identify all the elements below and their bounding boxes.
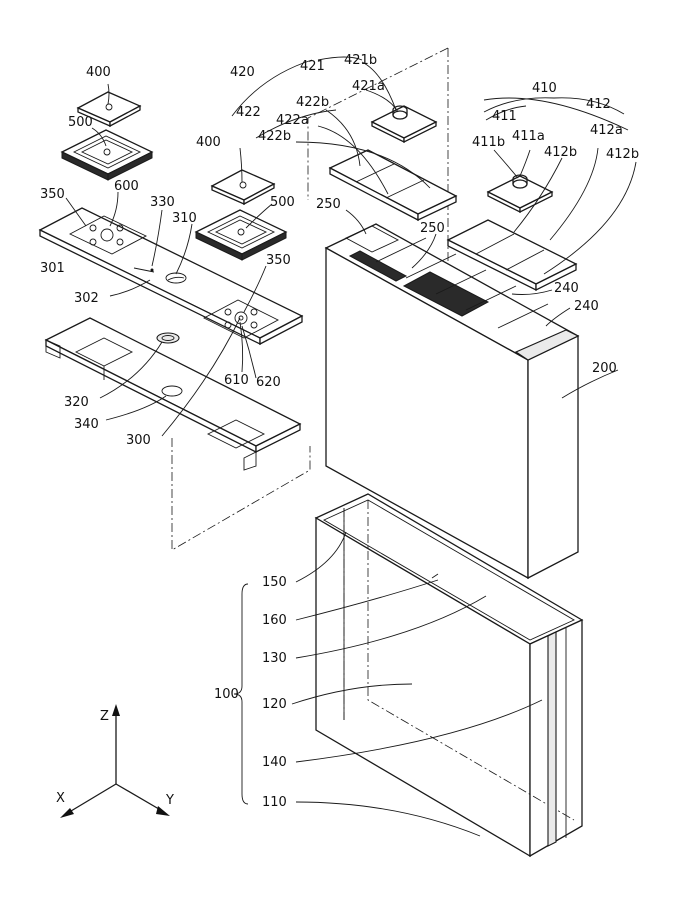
label-400-top: 400 <box>86 65 111 80</box>
label-412b-left: 412b <box>544 145 577 160</box>
label-421b: 421b <box>344 53 377 68</box>
label-320: 320 <box>64 395 89 410</box>
label-240-lower: 240 <box>574 299 599 314</box>
label-500-top: 500 <box>68 115 93 130</box>
axis-y-label: Y <box>165 793 174 808</box>
label-300: 300 <box>126 433 151 448</box>
label-330: 330 <box>150 195 175 210</box>
axis-x-label: X <box>56 791 65 806</box>
label-412a: 412a <box>590 123 623 138</box>
label-412: 412 <box>586 97 611 112</box>
label-120: 120 <box>262 697 287 712</box>
label-411b: 411b <box>472 135 505 150</box>
label-610: 610 <box>224 373 249 388</box>
label-250-mid: 250 <box>420 221 445 236</box>
terminal-plate-400-right <box>212 170 274 204</box>
label-310: 310 <box>172 211 197 226</box>
label-100: 100 <box>214 687 239 702</box>
label-110: 110 <box>262 795 287 810</box>
label-500-right: 500 <box>270 195 295 210</box>
label-130: 130 <box>262 651 287 666</box>
label-302: 302 <box>74 291 99 306</box>
connector-422 <box>330 150 456 220</box>
label-411a: 411a <box>512 129 545 144</box>
label-160: 160 <box>262 613 287 628</box>
terminal-421 <box>372 106 436 142</box>
label-600: 600 <box>114 179 139 194</box>
label-422b-bottom: 422b <box>258 129 291 144</box>
label-422b-top: 422b <box>296 95 329 110</box>
label-421a: 421a <box>352 79 385 94</box>
label-400-right: 400 <box>196 135 221 150</box>
label-410: 410 <box>532 81 557 96</box>
label-411: 411 <box>492 109 517 124</box>
label-240-upper: 240 <box>554 281 579 296</box>
label-412b-right: 412b <box>606 147 639 162</box>
label-350-left: 350 <box>40 187 65 202</box>
label-421: 421 <box>300 59 325 74</box>
label-420: 420 <box>230 65 255 80</box>
label-340: 340 <box>74 417 99 432</box>
label-422a: 422a <box>276 113 309 128</box>
label-200: 200 <box>592 361 617 376</box>
label-422: 422 <box>236 105 261 120</box>
gasket-500-top <box>62 130 152 180</box>
label-350-right: 350 <box>266 253 291 268</box>
label-301: 301 <box>40 261 65 276</box>
axis-indicator: Z X Y <box>56 704 174 818</box>
label-140: 140 <box>262 755 287 770</box>
label-620: 620 <box>256 375 281 390</box>
label-150: 150 <box>262 575 287 590</box>
axis-z-label: Z <box>100 709 109 724</box>
label-250-left: 250 <box>316 197 341 212</box>
